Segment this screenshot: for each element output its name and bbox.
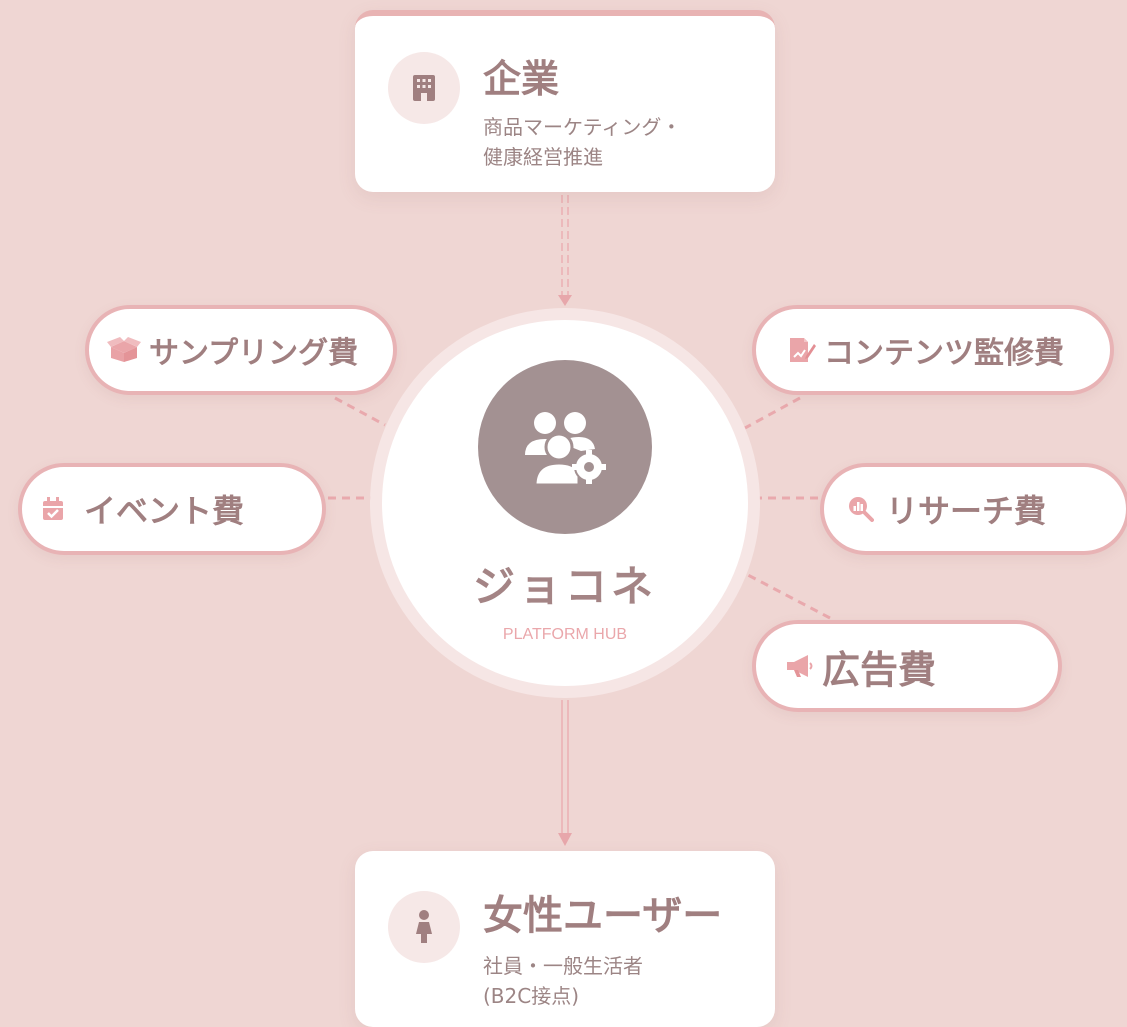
event-fee-label: イベント費 [84, 492, 245, 530]
content-supervision-fee-node: コンテンツ監修費 [752, 305, 1114, 395]
advertising-fee-label: 広告費 [822, 647, 937, 692]
sampling-fee-node: サンプリング費 [85, 305, 397, 395]
megaphone-icon [786, 654, 814, 678]
woman-icon [388, 891, 460, 963]
company-node-description: 商品マーケティング・ 健康経営推進 [483, 112, 681, 172]
users-gear-icon [478, 360, 652, 534]
search-chart-icon [848, 496, 874, 522]
edit-document-icon [788, 336, 816, 364]
company-desc-line-1: 商品マーケティング・ [483, 115, 682, 139]
female-user-desc-line-2: (B2C接点) [483, 984, 580, 1008]
content-supervision-fee-label: コンテンツ監修費 [824, 336, 1064, 371]
research-fee-node: リサーチ費 [820, 463, 1127, 555]
sampling-fee-label: サンプリング費 [149, 336, 359, 371]
hub-subtitle: PLATFORM HUB [502, 626, 628, 643]
company-node-title: 企業 [483, 57, 560, 101]
research-fee-label: リサーチ費 [886, 492, 1047, 530]
calendar-check-icon [42, 497, 64, 521]
female-user-node-card: 女性ユーザー 社員・一般生活者 (B2C接点) [355, 851, 775, 1027]
female-user-desc-line-1: 社員・一般生活者 [483, 954, 643, 978]
company-desc-line-2: 健康経営推進 [483, 145, 603, 169]
female-user-node-description: 社員・一般生活者 (B2C接点) [483, 951, 643, 1011]
event-fee-node: イベント費 [18, 463, 326, 555]
female-user-node-title: 女性ユーザー [483, 893, 723, 939]
box-open-icon [107, 337, 141, 363]
company-node-card: 企業 商品マーケティング・ 健康経営推進 [355, 10, 775, 192]
advertising-fee-node: 広告費 [752, 620, 1062, 712]
hub-title: ジョコネ [472, 562, 657, 611]
building-icon [388, 52, 460, 124]
